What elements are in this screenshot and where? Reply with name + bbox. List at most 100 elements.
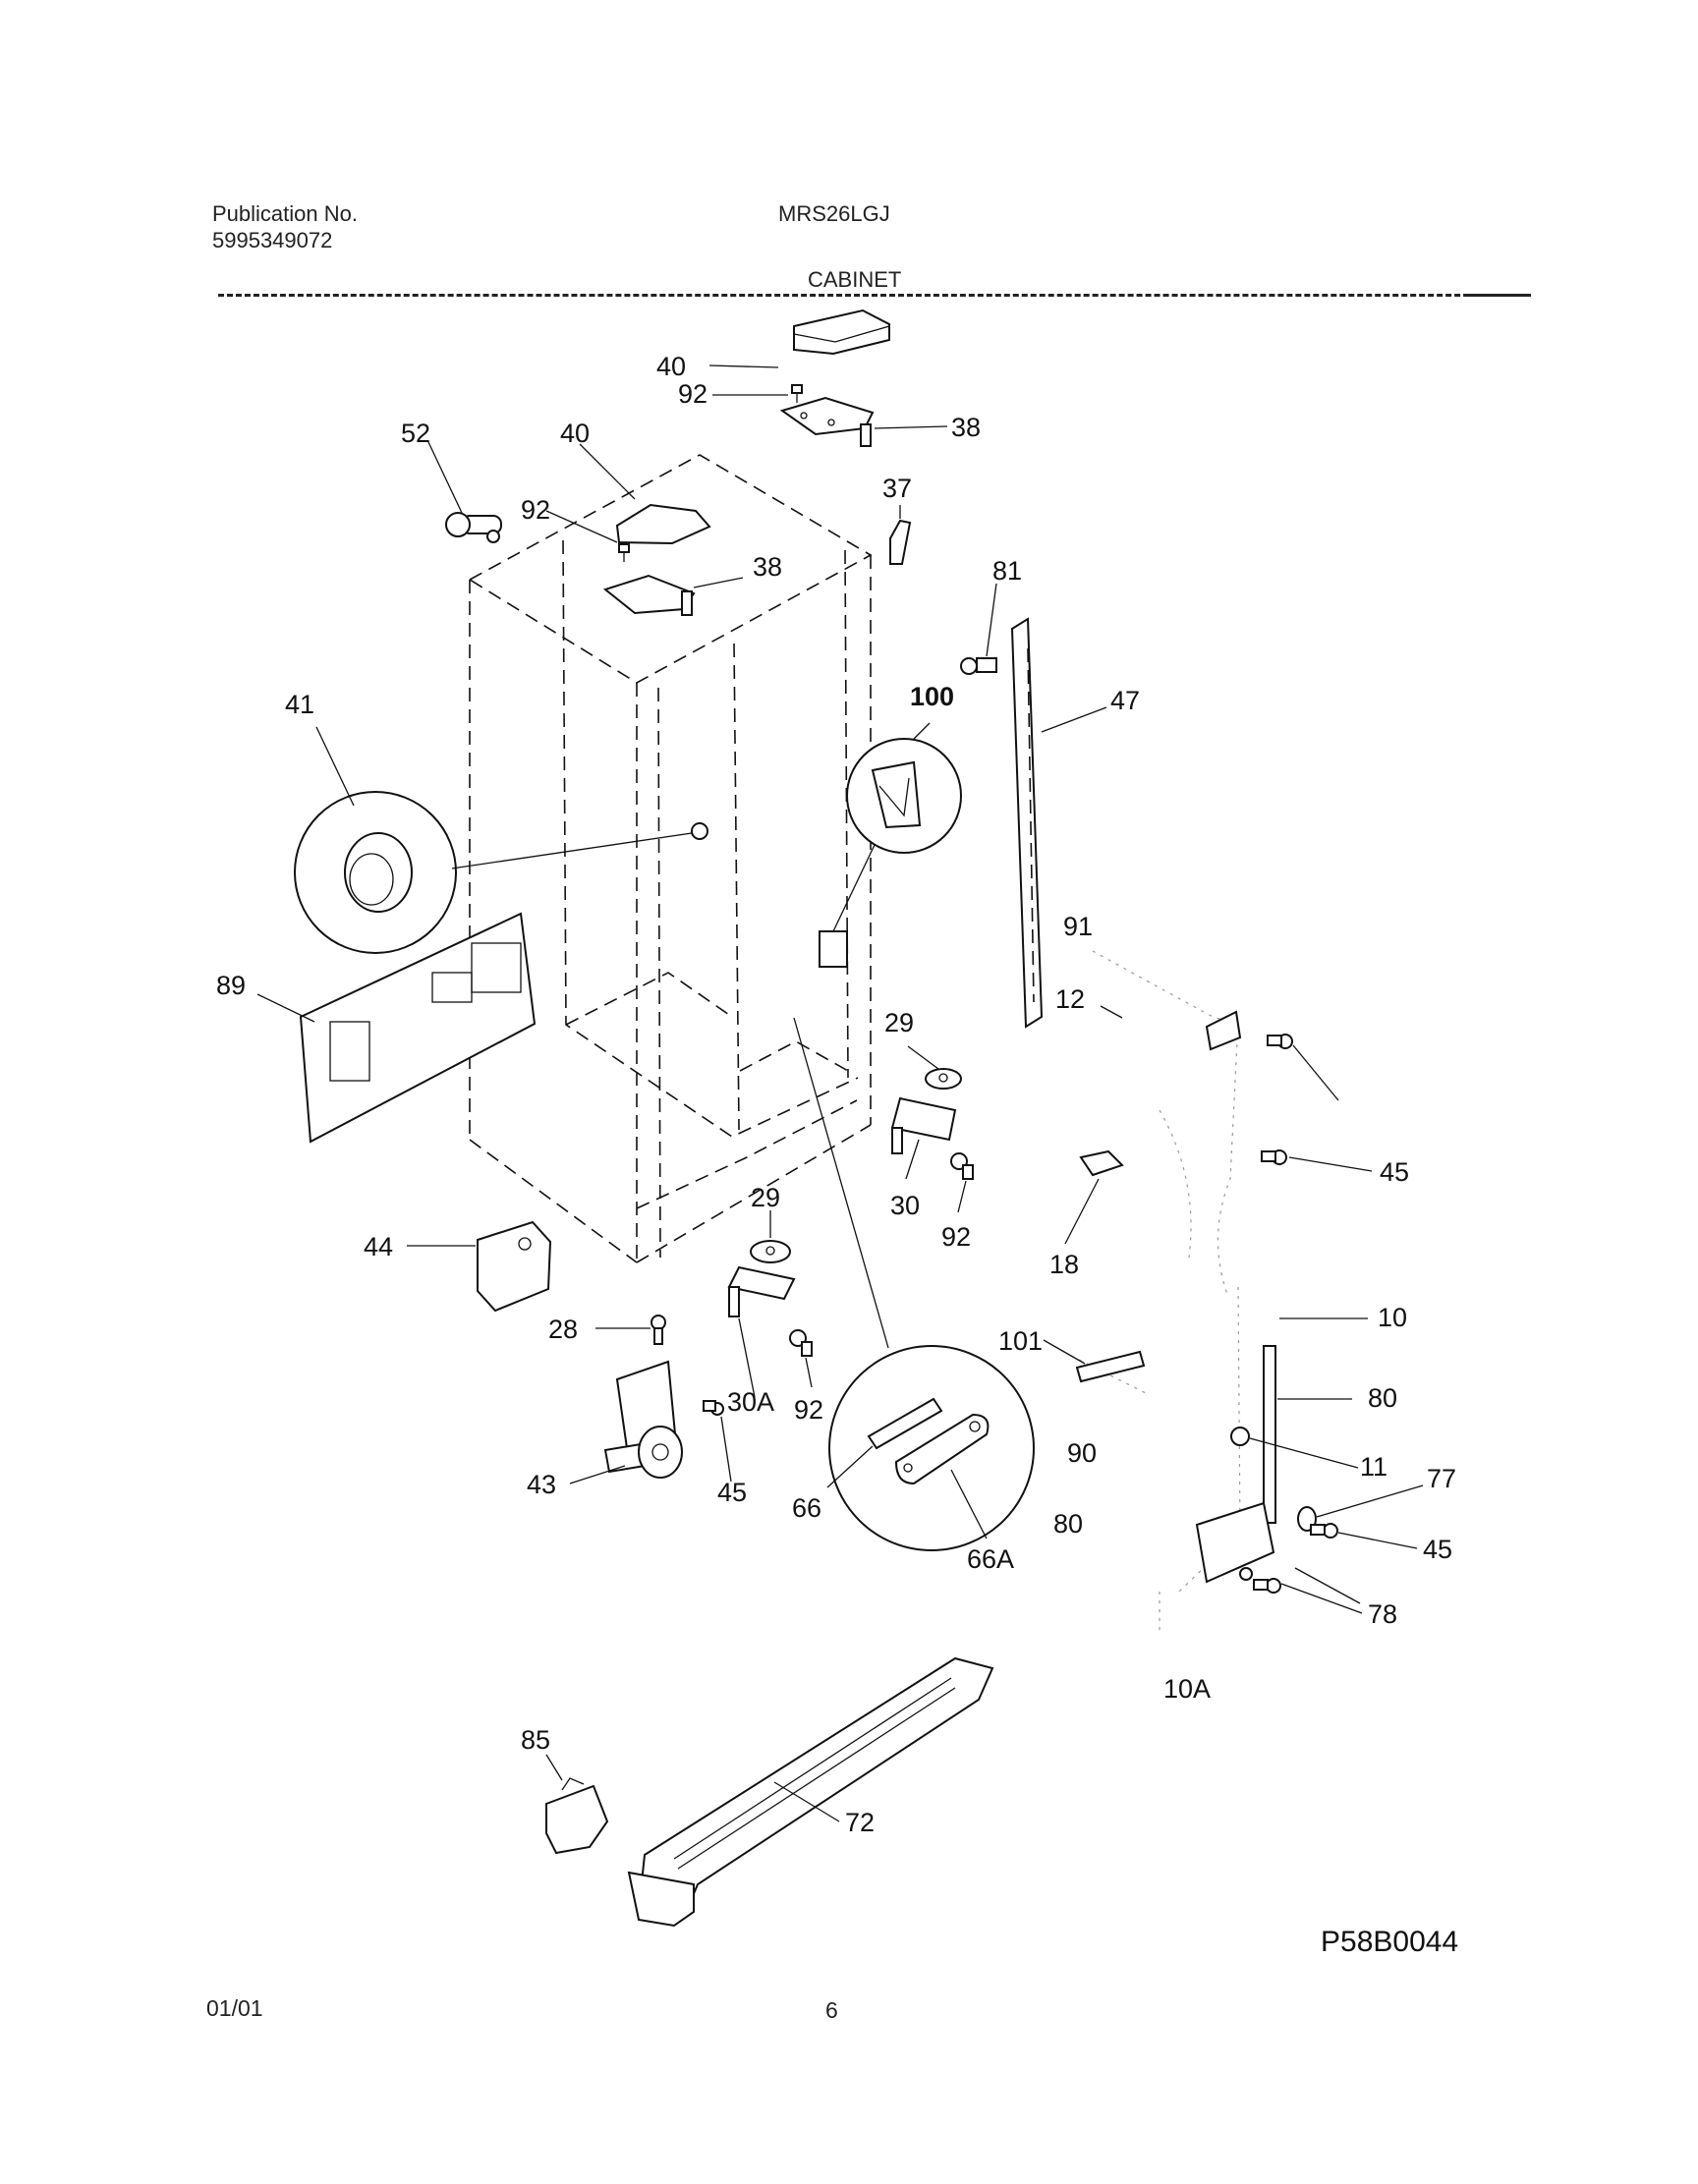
publication-label: Publication No. [212,201,358,226]
callout-29-lower: 29 [751,1183,780,1212]
callout-45-roller: 45 [717,1478,747,1507]
leader-66 [826,1445,874,1488]
leader-45a-1 [1292,1044,1339,1101]
roller-assembly-43 [603,1360,683,1479]
header-divider-end [1464,294,1531,297]
washer-29-upper [925,1068,962,1090]
screw-45-upper [1267,1034,1293,1049]
callout-80-upper: 80 [1368,1383,1397,1413]
callout-37: 37 [882,474,912,503]
leader-41 [315,726,355,807]
callout-30a: 30A [727,1387,774,1417]
control-panel-89 [299,912,537,1144]
leader-92b [545,510,618,543]
upper-hinge-38-top [779,396,875,447]
callout-41: 41 [285,690,314,719]
leader-52 [427,441,463,514]
door-assembly-10 [1070,950,1241,1631]
callout-72: 72 [845,1808,875,1837]
callout-100: 100 [910,682,954,711]
screw-78 [1239,1567,1281,1594]
cabinet-body [468,454,873,1263]
callout-45-lower: 45 [1423,1535,1452,1564]
callout-77: 77 [1427,1464,1456,1493]
callout-52: 52 [401,419,430,448]
callout-40-top: 40 [656,352,686,381]
callout-43: 43 [527,1470,556,1499]
leader-12 [1100,1005,1123,1019]
leader-40a [708,364,779,368]
leader-78-2 [1294,1567,1361,1604]
callout-12: 12 [1055,984,1085,1014]
callout-91: 91 [1063,912,1093,941]
switch-18 [1079,1149,1124,1177]
screw-45-roller [703,1400,724,1416]
clip-85 [545,1777,609,1855]
freezer-hinge-cover-40 [793,308,890,356]
screw-92-cabinet [618,543,630,562]
fresh-food-hinge-cover-40 [615,503,711,545]
callout-101: 101 [998,1326,1043,1356]
callout-11: 11 [1360,1452,1387,1482]
callout-80-lower: 80 [1053,1509,1083,1539]
publication-number: 5995349072 [212,228,333,252]
callout-92-hinge: 92 [941,1222,971,1252]
bearing-52 [445,512,502,543]
screw-45-lower [1310,1523,1338,1539]
screw-45-mid [1261,1149,1287,1165]
screw-81 [960,657,997,675]
leader-89 [256,993,315,1023]
leader-38b [693,577,744,588]
washer-29-lower [750,1240,791,1263]
door-panel-80 [1263,1345,1276,1524]
leader-66a [950,1469,988,1540]
rail-47 [1010,617,1044,1029]
leader-72 [773,1781,840,1822]
detail-circle-66 [828,1345,1035,1551]
leader-30a [738,1317,756,1398]
leader-101 [1043,1339,1086,1365]
footer-date: 01/01 [206,1995,263,2021]
screw-28 [651,1315,666,1345]
callout-38-cabinet: 38 [753,552,782,582]
leader-41-target [451,832,693,869]
hinge-pin-37 [889,519,912,565]
detail-circle-41 [294,791,708,954]
leader-81 [986,583,997,657]
gasket-11 [1230,1427,1250,1446]
leader-45a-2 [1288,1156,1373,1172]
leader-45c [1337,1532,1418,1549]
leader-78-1 [1280,1583,1363,1614]
header-divider [218,294,1531,297]
leader-45b [720,1416,732,1483]
callout-89: 89 [216,971,246,1000]
leader-30 [905,1139,920,1180]
leader-47 [1041,706,1107,733]
callout-92-cabinet: 92 [521,495,550,525]
bracket-101 [1075,1350,1146,1383]
toe-grille-72 [627,1656,994,1928]
lower-hinge-30a [727,1265,796,1317]
callout-66a: 66A [967,1544,1014,1574]
leader-92c [957,1180,967,1213]
upper-hinge-38-cabinet [602,574,696,616]
callout-29-upper: 29 [884,1008,914,1037]
model-number: MRS26LGJ [778,201,890,226]
callout-66: 66 [792,1493,821,1523]
screw-92-top [791,384,803,403]
lower-hinge-30 [890,1096,957,1154]
callout-92-top: 92 [678,379,708,409]
callout-78: 78 [1368,1599,1397,1629]
screw-92-lower [789,1329,813,1357]
leader-66-target [793,1017,889,1349]
callout-30: 30 [890,1191,920,1220]
callout-90: 90 [1067,1438,1097,1468]
diagram-code: P58B0044 [1321,1926,1458,1958]
callout-92-lower: 92 [794,1395,823,1425]
callout-18: 18 [1049,1250,1079,1279]
leader-38a [874,425,948,429]
screw-92-hinge [950,1152,974,1180]
leader-92d [805,1357,813,1388]
leader-40b [579,443,636,500]
page-number: 6 [825,1997,838,2023]
